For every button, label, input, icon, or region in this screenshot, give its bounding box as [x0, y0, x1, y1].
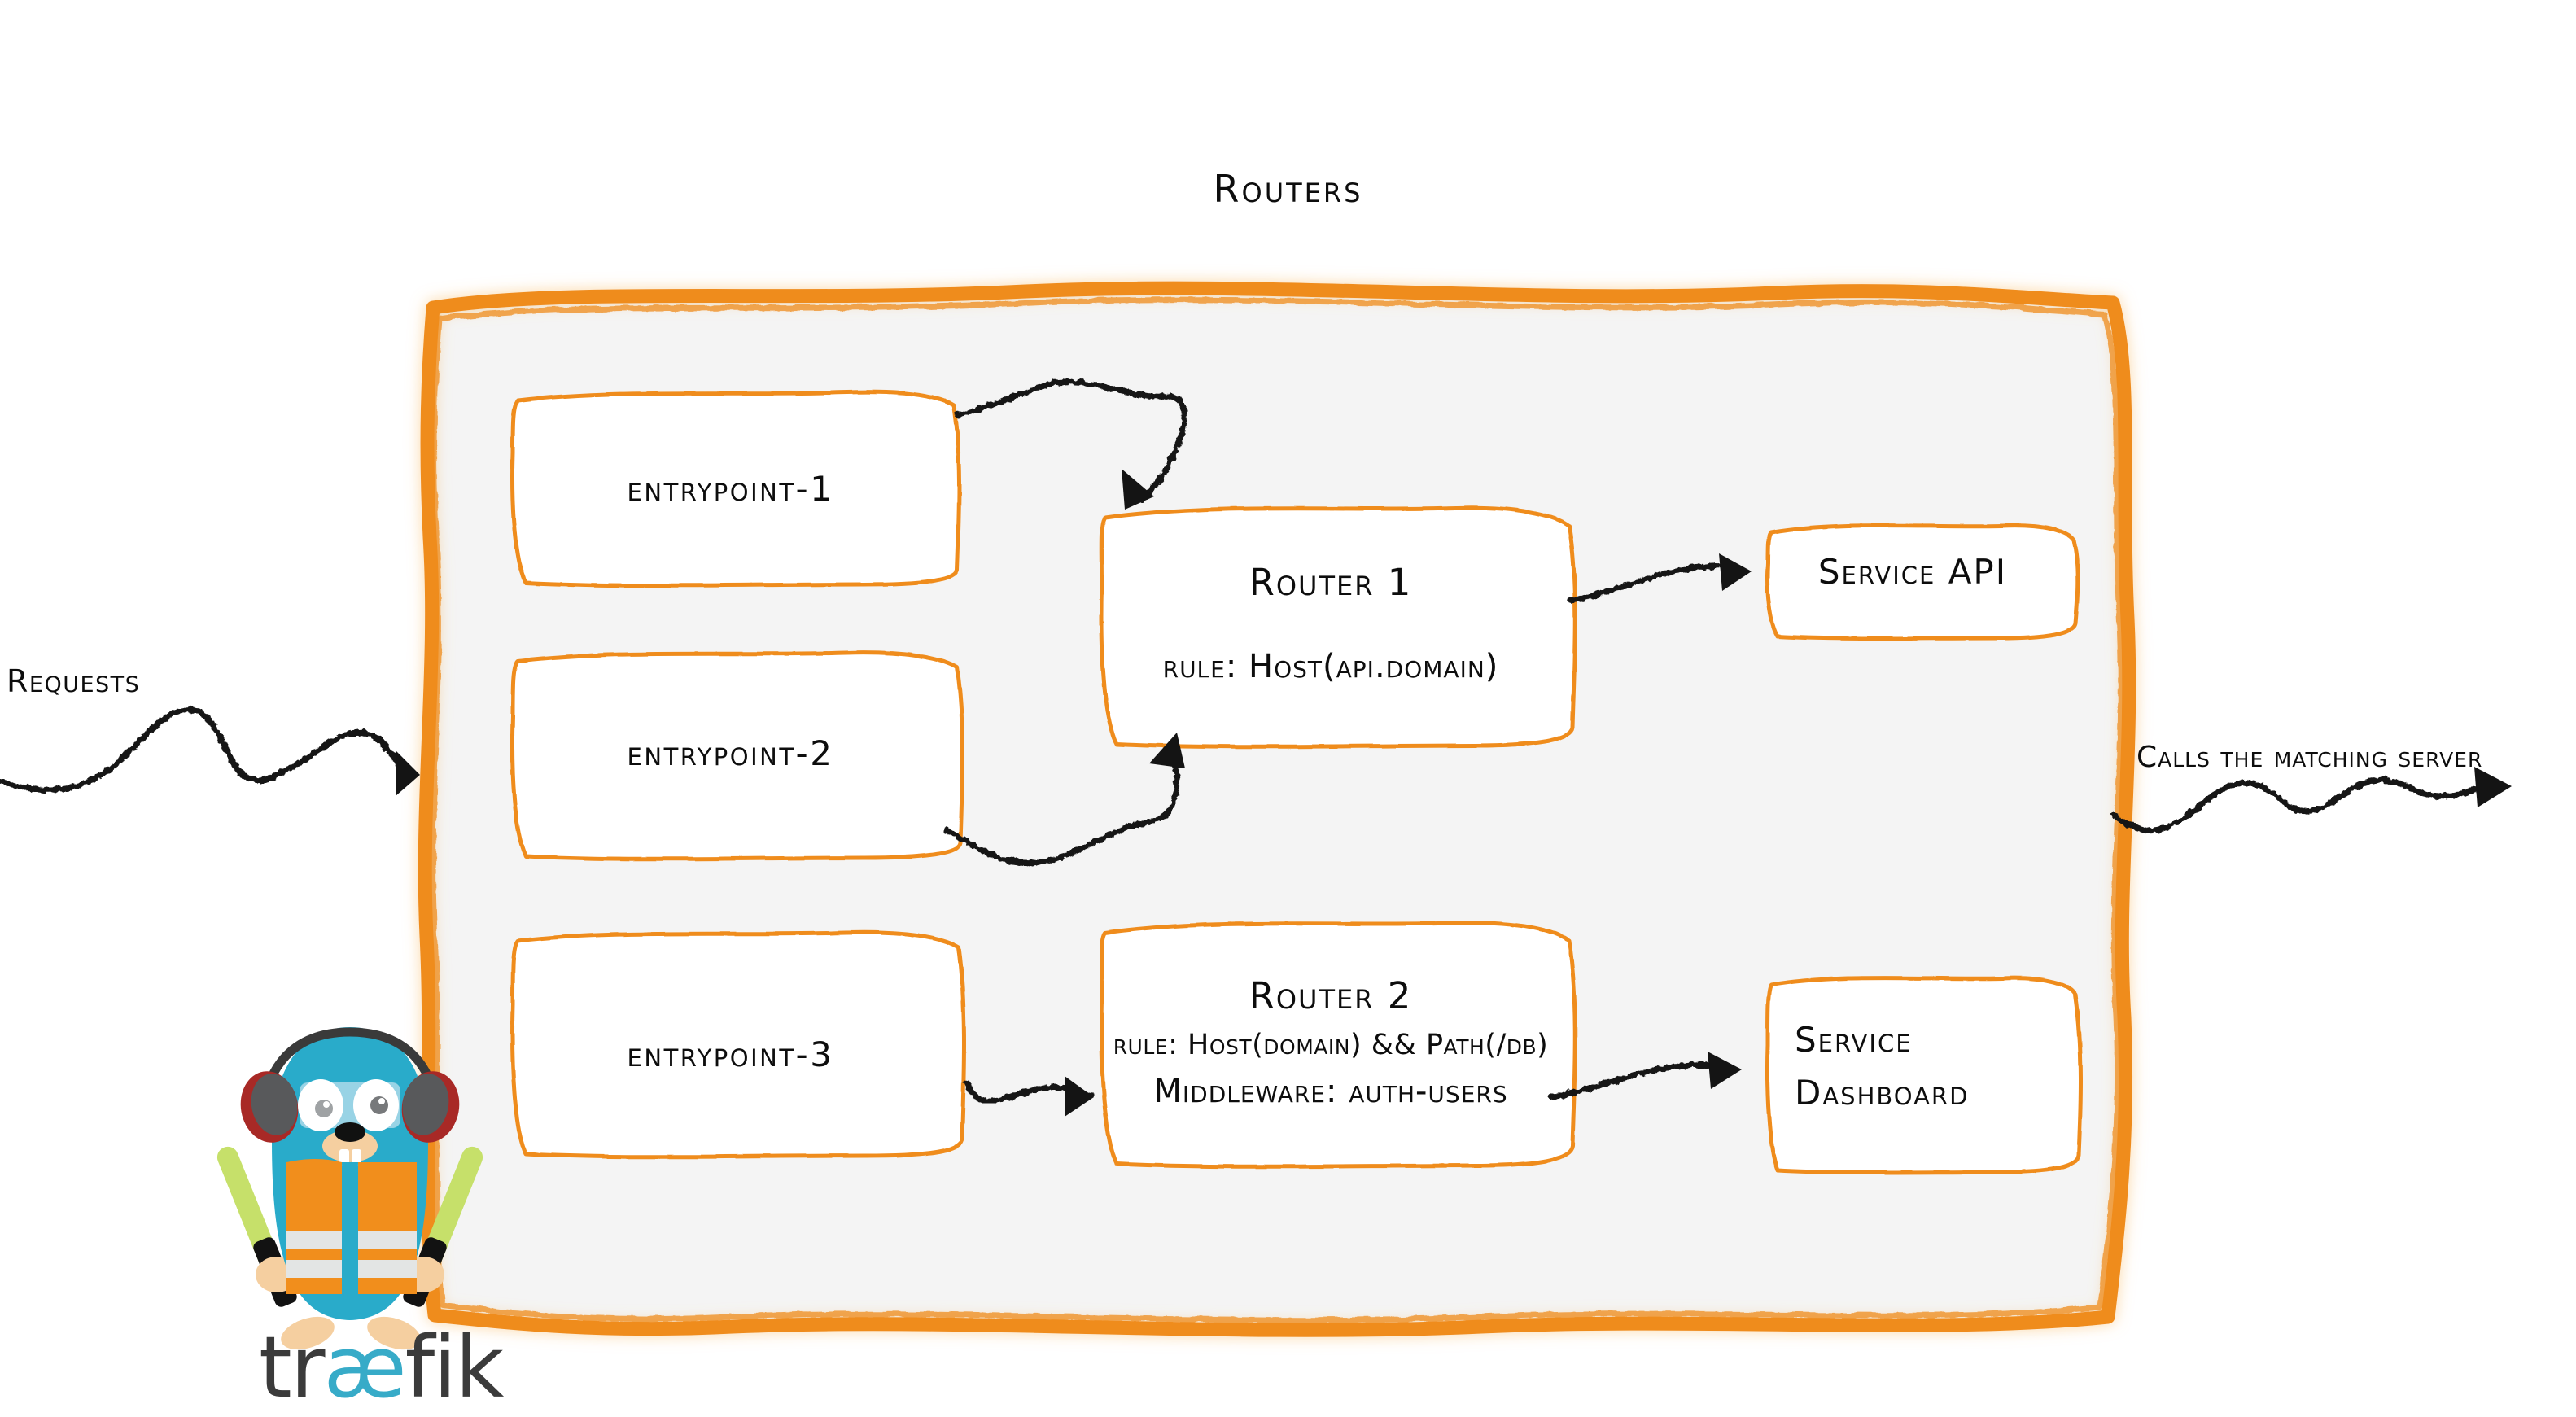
entrypoint-2-box[interactable] — [510, 650, 964, 861]
router-1-rule: rule: Host(api.domain) — [1162, 647, 1499, 685]
service-dashboard-label: Service Dashboard — [1770, 981, 2071, 1152]
entrypoint-3-label: entrypoint-3 — [509, 932, 952, 1176]
router-1-box[interactable] — [1100, 505, 1577, 749]
router-1-label: Router 1 rule: Host(api.domain) — [1095, 501, 1567, 745]
logo-ae-ligature: æ — [323, 1318, 407, 1417]
arrow-panel-to-server — [2110, 767, 2512, 833]
entrypoint-1-label: entrypoint-1 — [509, 391, 952, 586]
service-dashboard-line-2: Dashboard — [1795, 1073, 1970, 1113]
headphone-right — [401, 1071, 460, 1143]
arrow-router1-to-serviceapi — [1568, 553, 1752, 604]
service-dashboard-box[interactable] — [1765, 976, 2083, 1174]
routers-panel — [418, 281, 2136, 1337]
arrow-requests-to-panel — [0, 706, 420, 796]
entrypoint-2-label: entrypoint-2 — [509, 651, 952, 855]
marshalling-wand-left — [216, 1146, 297, 1307]
entrypoint-3-box[interactable] — [510, 930, 966, 1159]
arrow-router2-to-servicedashboard — [1548, 1052, 1742, 1100]
entrypoint-1-box[interactable] — [510, 390, 961, 588]
requests-label: Requests — [7, 663, 141, 699]
logo-prefix: tr — [259, 1318, 326, 1417]
traefik-gopher-mascot — [216, 1027, 483, 1350]
router-2-label: Router 2 rule: Host(domain) && Path(/db)… — [1095, 928, 1567, 1156]
safety-vest — [286, 1159, 417, 1302]
headphone-left — [240, 1071, 299, 1143]
service-api-box[interactable] — [1765, 523, 2080, 641]
router-2-title: Router 2 — [1249, 973, 1413, 1017]
page-title: Routers — [1213, 167, 1363, 211]
service-api-text: Service API — [1817, 552, 2008, 592]
calls-matching-server-label: Calls the matching server — [2136, 741, 2483, 774]
service-dashboard-line-1: Service — [1795, 1020, 1913, 1060]
arrow-entrypoint2-to-router1 — [944, 733, 1185, 866]
router-2-box[interactable] — [1100, 921, 1577, 1169]
router-1-title: Router 1 — [1249, 560, 1413, 604]
router-2-middleware: Middleware: auth-users — [1153, 1072, 1508, 1110]
entrypoint-3-text: entrypoint-3 — [627, 1034, 834, 1074]
traefik-logo-wordmark: træfik — [259, 1325, 504, 1410]
arrow-entrypoint1-to-router1 — [954, 378, 1187, 510]
service-api-label: Service API — [1762, 525, 2063, 619]
router-2-rule: rule: Host(domain) && Path(/db) — [1113, 1028, 1549, 1061]
arrow-entrypoint3-to-router2 — [964, 1076, 1094, 1117]
marshalling-wand-right — [403, 1146, 483, 1307]
entrypoint-2-text: entrypoint-2 — [627, 733, 834, 773]
logo-suffix: fik — [405, 1318, 505, 1417]
entrypoint-1-text: entrypoint-1 — [627, 468, 834, 509]
